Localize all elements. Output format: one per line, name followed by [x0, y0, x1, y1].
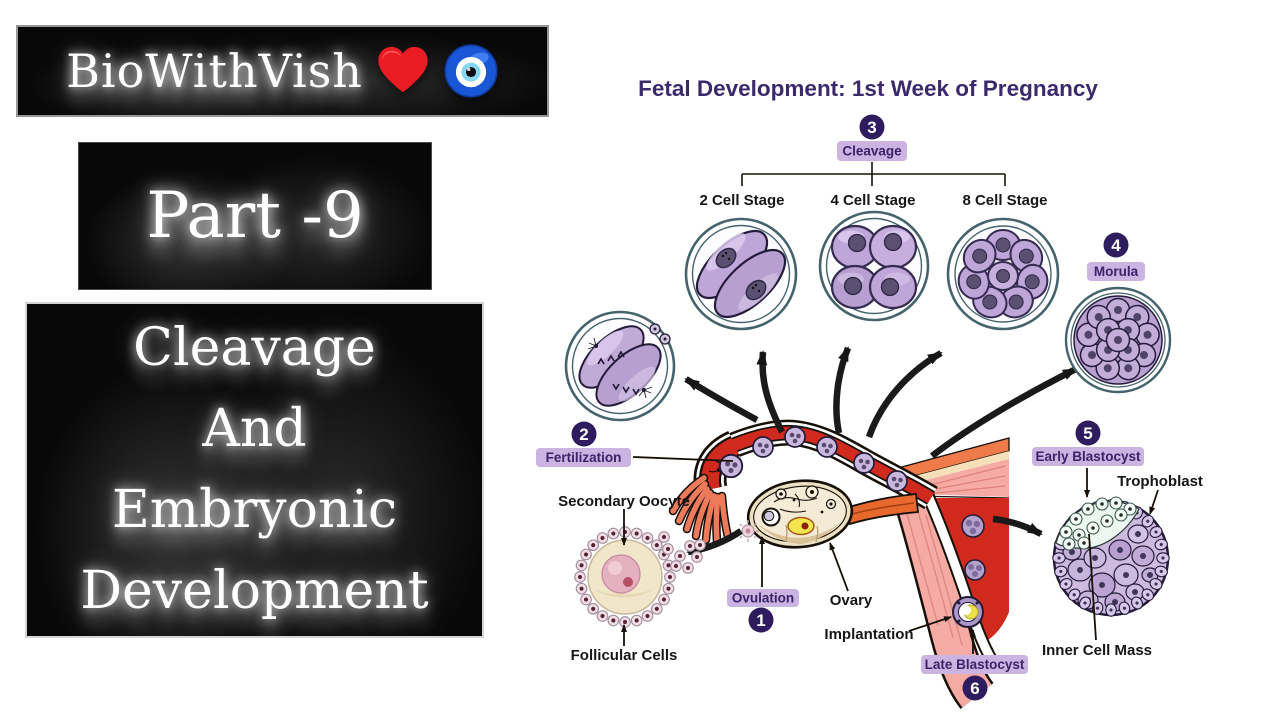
fimbriae: [668, 473, 733, 547]
oocyte-nucleus: [601, 554, 641, 594]
badge-4: [1103, 232, 1129, 258]
svg-text:6: 6: [970, 679, 979, 698]
implanted-late-blastocyst: [952, 596, 984, 628]
cleavage-tree: [741, 162, 1006, 186]
fetal-development-diagram: Fetal Development: 1st Week of Pregnancy: [536, 76, 1203, 709]
svg-text:5: 5: [1083, 424, 1092, 443]
trophoblast-pointer: [1149, 489, 1159, 515]
channel-name: BioWithVish: [66, 44, 363, 98]
annotation-secondary-oocyte: Secondary Oocyte: [558, 493, 690, 510]
badge-1: [748, 607, 774, 633]
title-line-4: Development: [80, 561, 429, 621]
title-line-2: And: [202, 399, 307, 459]
label-fertilization: [536, 448, 631, 467]
svg-text:3: 3: [867, 118, 876, 137]
svg-text:2: 2: [579, 425, 588, 444]
figure-4-cell-stage: [818, 210, 930, 322]
part-panel: Part -9: [78, 142, 432, 290]
ovarian-ligament: [844, 493, 919, 526]
svg-text:Early Blastocyst: Early Blastocyst: [1035, 449, 1141, 464]
annotation-inner-cell-mass: Inner Cell Mass: [1042, 642, 1152, 659]
label-morula: [1087, 262, 1145, 281]
label-late-blastocyst: [921, 655, 1028, 674]
figure-secondary-oocyte: [574, 526, 706, 628]
chromosomes: [597, 350, 640, 396]
badge-6: [962, 675, 988, 701]
badge-3: [859, 114, 885, 140]
figure-morula: [1064, 286, 1172, 394]
annotation-trophoblast: Trophoblast: [1117, 473, 1203, 490]
label-ovulation: [727, 589, 799, 607]
stage-label-2-cell: 2 Cell Stage: [699, 192, 784, 209]
label-early-blastocyst: [1032, 447, 1144, 466]
annotation-implantation: Implantation: [824, 626, 913, 643]
heart-icon: [378, 46, 428, 93]
svg-text:1: 1: [756, 611, 765, 630]
svg-text:Fertilization: Fertilization: [546, 450, 622, 465]
fertilization-pointer-line: [632, 456, 734, 462]
ovary-pointer: [829, 542, 849, 592]
arrow-to-2-cell: [756, 350, 785, 434]
annotation-ovary: Ovary: [830, 592, 873, 609]
channel-banner: BioWithVish: [16, 25, 549, 117]
svg-text:Cleavage: Cleavage: [842, 144, 902, 159]
figure-8-cell-stage: [946, 217, 1060, 331]
stage-label-8-cell: 8 Cell Stage: [962, 192, 1047, 209]
badge-5: [1075, 420, 1101, 446]
arrow-to-early-blastocyst: [992, 515, 1043, 537]
stage-label-4-cell: 4 Cell Stage: [830, 192, 915, 209]
spindle-asters: [587, 337, 653, 399]
step-badges: 1 2 3 4 5 6: [571, 114, 1129, 701]
nazar-amulet-icon: [444, 44, 498, 98]
title-line-1: Cleavage: [133, 318, 376, 378]
descending-blastocysts: [961, 514, 986, 581]
ovary: [746, 479, 854, 549]
inner-cell-mass-pointer: [1088, 533, 1097, 641]
title-line-3: Embryonic: [111, 480, 398, 540]
fallopian-tube: [668, 419, 938, 547]
figure-fertilization: [564, 310, 676, 422]
corpus-luteum: [787, 516, 815, 536]
video-title-panel: Cleavage And Embryonic Development: [25, 302, 484, 638]
annotation-connectors: [621, 456, 1159, 654]
arrow-to-8-cell: [865, 350, 943, 439]
svg-text:4: 4: [1111, 236, 1121, 255]
implantation-pointer: [908, 616, 952, 632]
nucleolus: [623, 577, 633, 587]
label-cleavage: [837, 141, 907, 161]
step-labels: Cleavage Morula Fertilization Ovulation …: [536, 141, 1145, 674]
arrow-to-fertilization: [684, 376, 759, 423]
arrow-to-4-cell: [833, 346, 852, 434]
svg-text:Morula: Morula: [1094, 264, 1139, 279]
part-label: Part -9: [146, 179, 364, 253]
badge-2: [571, 421, 597, 447]
figure-2-cell-stage: [684, 217, 798, 331]
figure-early-blastocyst: [1052, 496, 1170, 617]
svg-text:Late Blastocyst: Late Blastocyst: [925, 657, 1025, 672]
svg-text:Ovulation: Ovulation: [732, 591, 794, 606]
annotation-follicular-cells: Follicular Cells: [571, 647, 678, 664]
diagram-title: Fetal Development: 1st Week of Pregnancy: [638, 76, 1098, 101]
released-ovum: [737, 520, 759, 542]
arrow-to-morula: [930, 366, 1078, 459]
